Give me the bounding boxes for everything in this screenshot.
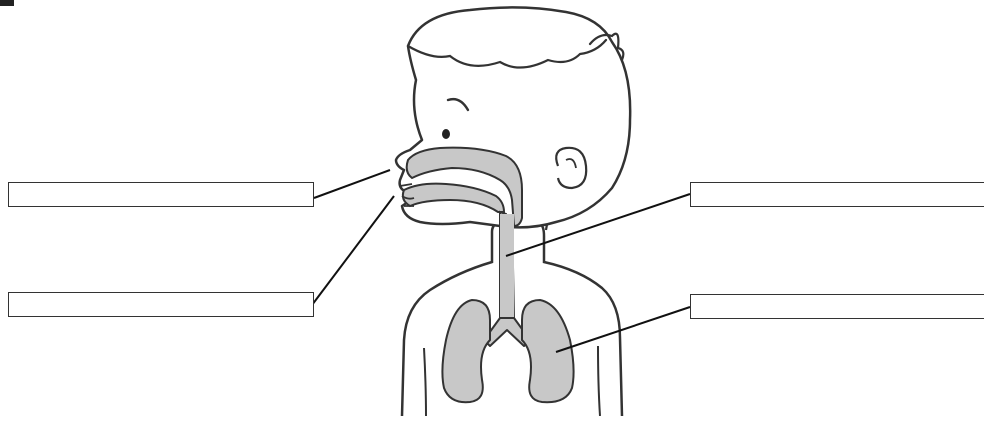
label-box-throat[interactable]: [8, 292, 314, 317]
label-box-trachea[interactable]: [690, 182, 984, 207]
right-lung: [522, 300, 574, 402]
left-arm-line: [424, 348, 426, 416]
corner-mark: [0, 0, 14, 6]
left-lung: [442, 300, 490, 402]
ear: [556, 148, 586, 188]
leader-line-mouth: [314, 170, 390, 198]
label-box-mouth[interactable]: [8, 182, 314, 207]
right-arm-line: [598, 346, 600, 416]
leader-line-throat: [312, 196, 394, 305]
trachea-fill: [500, 214, 514, 320]
label-box-lungs[interactable]: [690, 294, 984, 319]
eye: [442, 129, 450, 139]
leader-line-lungs: [556, 307, 690, 352]
